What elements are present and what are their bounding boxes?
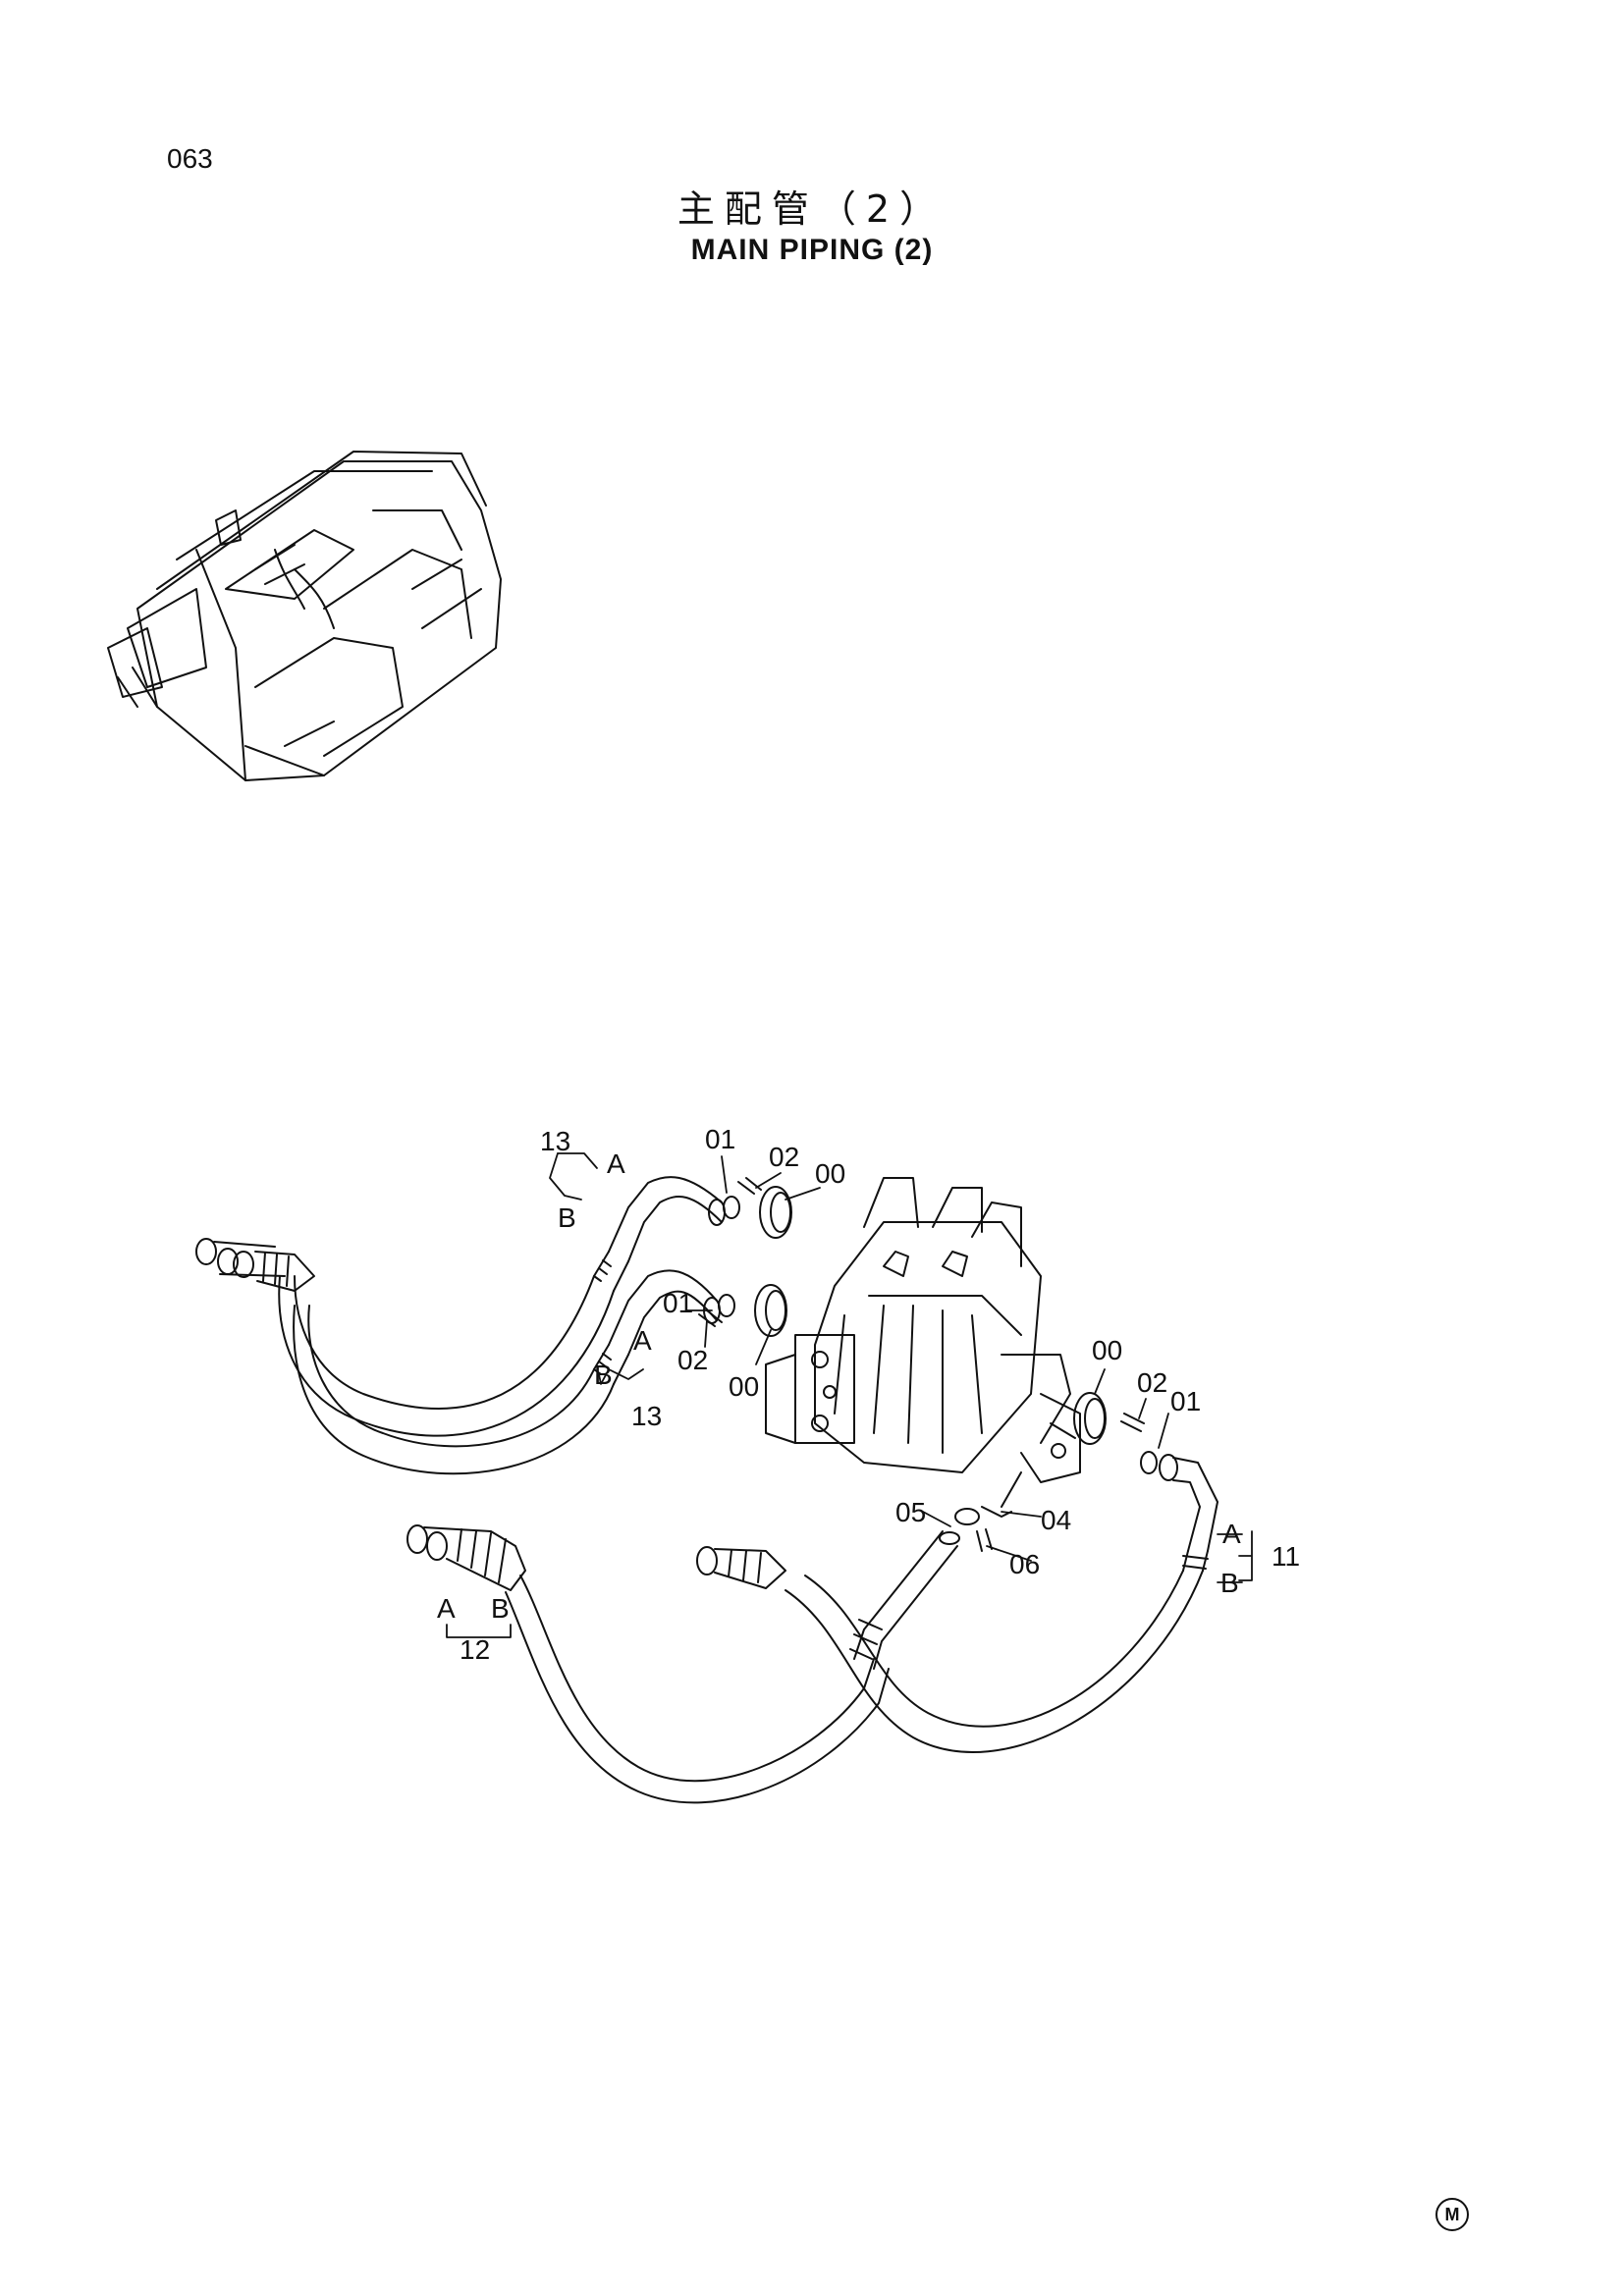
callout-12: 12	[460, 1634, 490, 1665]
callout-12-a: A	[437, 1593, 456, 1624]
callout-01-upper: 01	[705, 1124, 735, 1154]
title-english: MAIN PIPING (2)	[690, 234, 934, 266]
hose-left-end-fittings	[195, 1238, 315, 1292]
callout-13-lower-a: A	[633, 1325, 652, 1356]
machine-locator-sketch	[107, 451, 502, 781]
right-flange-set	[1073, 1392, 1158, 1474]
callout-13-upper-a: A	[607, 1148, 625, 1179]
callout-11: 11	[1272, 1541, 1300, 1572]
callout-11-b: B	[1220, 1568, 1239, 1598]
control-valve-body	[765, 1177, 1081, 1483]
callout-02-upper: 02	[769, 1142, 799, 1172]
callout-05: 05	[895, 1497, 926, 1527]
center-pipe-assembly	[849, 1471, 1022, 1670]
footer-circle-mark: M	[1435, 2198, 1469, 2231]
callout-02-right: 02	[1137, 1367, 1167, 1398]
callout-04: 04	[1041, 1505, 1071, 1535]
callout-01-middle: 01	[663, 1288, 693, 1318]
page-number: 063	[167, 143, 213, 174]
callout-06: 06	[1009, 1549, 1040, 1579]
callout-02-middle: 02	[677, 1345, 708, 1375]
hose-13-upper	[278, 1176, 726, 1437]
callout-leaders	[446, 1152, 1253, 1638]
callout-13-lower-b: B	[594, 1360, 613, 1390]
callout-00-upper: 00	[815, 1158, 845, 1189]
callout-13-lower: 13	[631, 1401, 662, 1431]
callout-13-upper-b: B	[558, 1202, 576, 1233]
hose-13-lower	[293, 1269, 721, 1475]
hose-12	[406, 1524, 890, 1804]
title-chinese: 主配管（2）	[677, 187, 947, 231]
callout-11-a: A	[1222, 1519, 1241, 1549]
callout-13-upper: 13	[540, 1126, 570, 1156]
callout-labels: 13 A B 01 02 00 01 02 00 A B 13 00 02 01…	[437, 1124, 1300, 1665]
callout-12-b: B	[491, 1593, 510, 1624]
callout-00-middle: 00	[729, 1371, 759, 1402]
hose-11	[696, 1454, 1218, 1753]
callout-01-right: 01	[1170, 1386, 1201, 1416]
callout-00-right: 00	[1092, 1335, 1122, 1365]
